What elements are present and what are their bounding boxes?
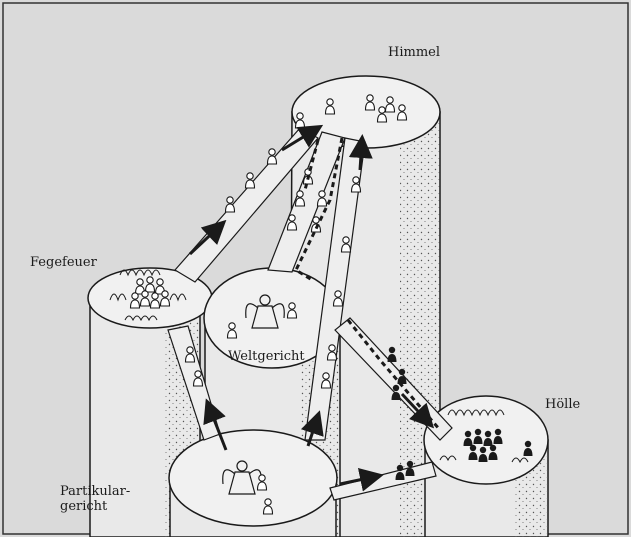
particular-judgment-label-line2: gericht — [60, 500, 130, 515]
particular-judgment-label: Partikular- gericht — [60, 485, 130, 515]
hell-label: Hölle — [545, 398, 580, 413]
heaven-label: Himmel — [388, 46, 440, 61]
purgatory-label: Fegefeuer — [30, 256, 97, 271]
particular-judgment-label-line1: Partikular- — [60, 485, 130, 500]
last-judgment-label: Weltgericht — [228, 350, 305, 365]
particular-judgment-top — [169, 430, 337, 526]
particular-judgment-column — [169, 430, 337, 537]
